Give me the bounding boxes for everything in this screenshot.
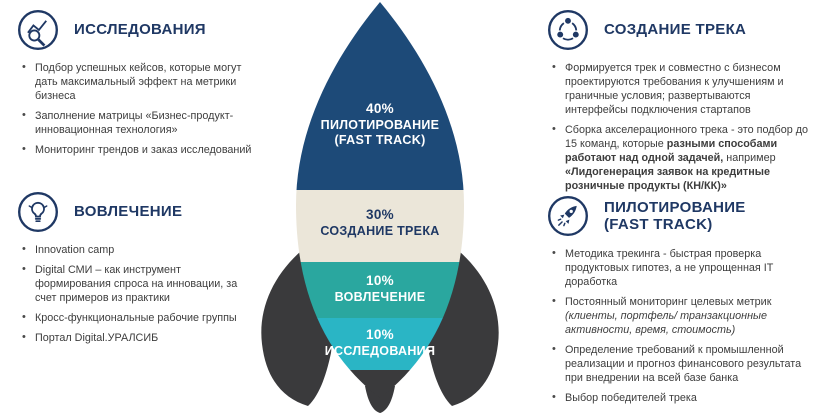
- list-item: Innovation camp: [20, 242, 254, 257]
- list-item: Постоянный мониторинг целевых метрик (кл…: [550, 294, 810, 337]
- list-item: Выбор победителей трека: [550, 390, 810, 405]
- text-segment: Сборка акселерационного трека - это подб…: [565, 124, 809, 151]
- rocket-stage-engagement: 10% ВОВЛЕЧЕНИЕ: [230, 272, 530, 305]
- text-segment: например: [723, 152, 776, 165]
- rocket-stage-pilot: 40% ПИЛОТИРОВАНИЕ (FAST TRACK): [230, 100, 530, 149]
- lightbulb-icon: [16, 190, 60, 234]
- text-segment-italic: (клиенты, портфель/ транзакционные актив…: [565, 310, 768, 337]
- chart-magnifier-icon: [16, 8, 60, 52]
- section-track: СОЗДАНИЕ ТРЕКА Формируется трек и совмес…: [546, 8, 810, 199]
- stage-label: ВОВЛЕЧЕНИЕ: [334, 289, 426, 304]
- section-title: ПИЛОТИРОВАНИЕ: [604, 198, 746, 216]
- text-segment-bold: разными способами работают над одной зад…: [565, 138, 778, 165]
- list-item: Методика трекинга - быстрая проверка про…: [550, 246, 810, 289]
- stage-sublabel: (FAST TRACK): [334, 133, 426, 148]
- research-bullet-list: Подбор успешных кейсов, которые могут да…: [20, 60, 254, 157]
- stage-percent: 40%: [366, 101, 394, 116]
- stage-label: ИССЛЕДОВАНИЯ: [324, 343, 436, 358]
- section-title: ИССЛЕДОВАНИЯ: [74, 21, 206, 39]
- text-segment-bold: «Лидогенерация заявок на кредитные розни…: [565, 166, 770, 193]
- track-bullet-list: Формируется трек и совместно с бизнесом …: [550, 60, 810, 193]
- list-item: Формируется трек и совместно с бизнесом …: [550, 60, 810, 117]
- stage-percent: 30%: [366, 207, 394, 222]
- section-pilot-header: ПИЛОТИРОВАНИЕ (FAST TRACK): [546, 194, 810, 238]
- section-engagement-header: ВОВЛЕЧЕНИЕ: [16, 190, 254, 234]
- list-item: Заполнение матрицы «Бизнес-продукт-иннов…: [20, 108, 254, 137]
- rocket-icon: [546, 194, 590, 238]
- section-title: ВОВЛЕЧЕНИЕ: [74, 203, 183, 221]
- rocket-diagram: 40% ПИЛОТИРОВАНИЕ (FAST TRACK) 30% СОЗДА…: [230, 0, 530, 417]
- section-pilot: ПИЛОТИРОВАНИЕ (FAST TRACK) Методика трек…: [546, 194, 810, 411]
- section-research-header: ИССЛЕДОВАНИЯ: [16, 8, 254, 52]
- process-cycle-icon: [546, 8, 590, 52]
- list-item: Мониторинг трендов и заказ исследований: [20, 142, 254, 157]
- rocket-stage-research: 10% ИССЛЕДОВАНИЯ: [230, 326, 530, 359]
- section-pilot-title-block: ПИЛОТИРОВАНИЕ (FAST TRACK): [604, 199, 746, 234]
- section-track-header: СОЗДАНИЕ ТРЕКА: [546, 8, 810, 52]
- section-research: ИССЛЕДОВАНИЯ Подбор успешных кейсов, кот…: [16, 8, 254, 163]
- list-item: Портал Digital.УРАЛСИБ: [20, 330, 254, 345]
- list-item: Сборка акселерационного трека - это подб…: [550, 122, 810, 193]
- list-item: Определение требований к промышленной ре…: [550, 342, 810, 385]
- stage-percent: 10%: [366, 327, 394, 342]
- stage-percent: 10%: [366, 273, 394, 288]
- list-item: Кросс-функциональные рабочие группы: [20, 310, 254, 325]
- rocket-stage-track: 30% СОЗДАНИЕ ТРЕКА: [230, 206, 530, 239]
- engagement-bullet-list: Innovation camp Digital СМИ – как инстру…: [20, 242, 254, 345]
- stage-label: СОЗДАНИЕ ТРЕКА: [320, 223, 440, 238]
- rocket-graphic: [261, 2, 499, 413]
- list-item: Подбор успешных кейсов, которые могут да…: [20, 60, 254, 103]
- pilot-bullet-list: Методика трекинга - быстрая проверка про…: [550, 246, 810, 405]
- section-subtitle: (FAST TRACK): [604, 216, 713, 233]
- section-engagement: ВОВЛЕЧЕНИЕ Innovation camp Digital СМИ –…: [16, 190, 254, 351]
- list-item: Digital СМИ – как инструмент формировани…: [20, 262, 254, 305]
- text-segment: Постоянный мониторинг целевых метрик: [565, 296, 772, 309]
- stage-label: ПИЛОТИРОВАНИЕ: [320, 117, 440, 132]
- section-title: СОЗДАНИЕ ТРЕКА: [604, 21, 747, 39]
- rocket-exhaust: [365, 386, 395, 413]
